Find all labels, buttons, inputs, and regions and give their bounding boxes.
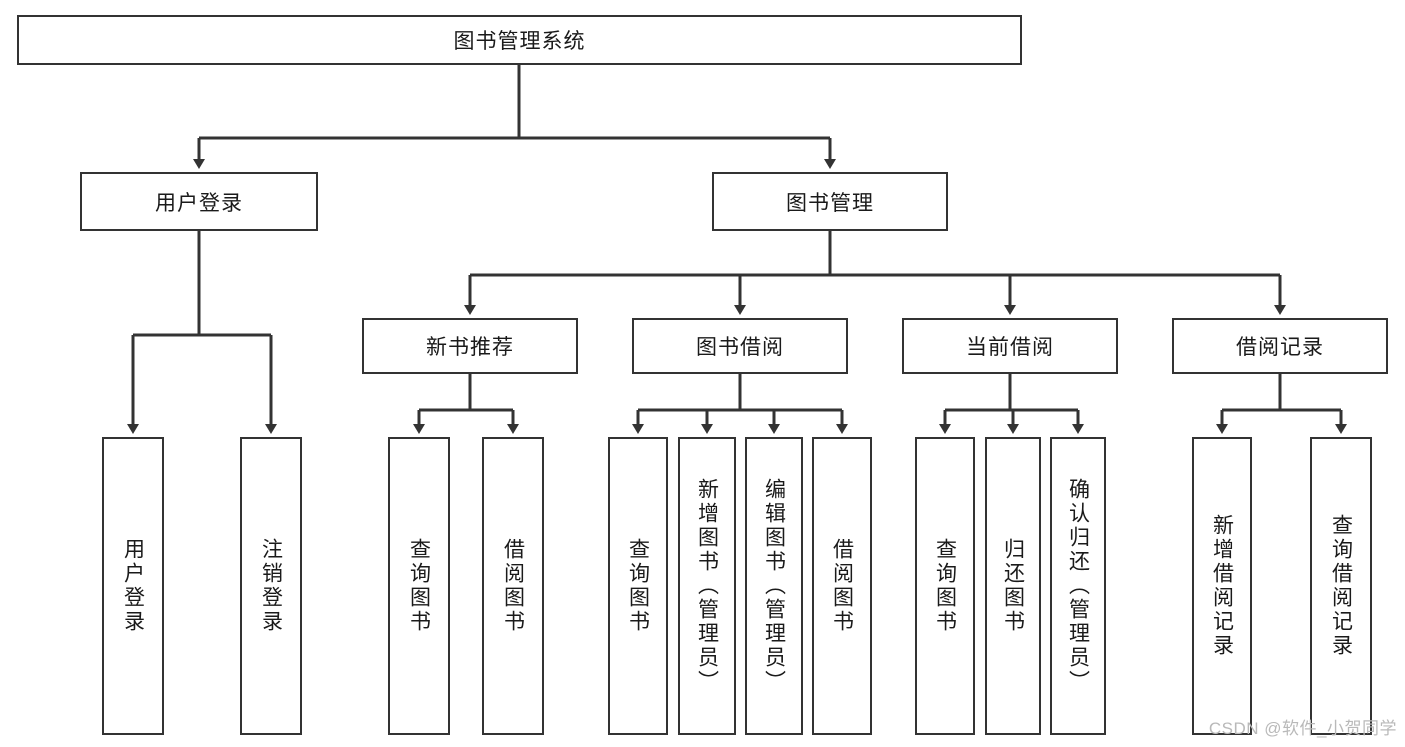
node-level3-3-label: 当前借阅: [966, 336, 1054, 359]
node-leaf-13[interactable]: 查询借阅记录: [1310, 437, 1372, 735]
node-leaf-5-label: 查询图书: [626, 538, 650, 634]
node-leaf-11-label: 确认归还（管理员）: [1066, 478, 1090, 694]
node-leaf-7-label: 编辑图书（管理员）: [762, 478, 786, 694]
node-leaf-10[interactable]: 归还图书: [985, 437, 1041, 735]
node-leaf-12[interactable]: 新增借阅记录: [1192, 437, 1252, 735]
node-root-label: 图书管理系统: [453, 30, 586, 53]
node-leaf-2-label: 注销登录: [259, 538, 283, 634]
node-level3-2[interactable]: 图书借阅: [632, 318, 848, 374]
node-leaf-5[interactable]: 查询图书: [608, 437, 668, 735]
node-leaf-7[interactable]: 编辑图书（管理员）: [745, 437, 803, 735]
node-leaf-8[interactable]: 借阅图书: [812, 437, 872, 735]
node-leaf-3[interactable]: 查询图书: [388, 437, 450, 735]
node-level3-2-label: 图书借阅: [696, 336, 784, 359]
node-level2-1[interactable]: 用户登录: [80, 172, 318, 231]
node-level2-2[interactable]: 图书管理: [712, 172, 948, 231]
node-leaf-4-label: 借阅图书: [501, 538, 525, 634]
node-leaf-12-label: 新增借阅记录: [1210, 514, 1234, 658]
node-leaf-1-label: 用户登录: [121, 538, 145, 634]
node-level2-1-label: 用户登录: [155, 191, 243, 215]
node-leaf-6[interactable]: 新增图书（管理员）: [678, 437, 736, 735]
node-leaf-9-label: 查询图书: [933, 538, 957, 634]
node-leaf-10-label: 归还图书: [1001, 538, 1025, 634]
node-leaf-2[interactable]: 注销登录: [240, 437, 302, 735]
node-level3-3[interactable]: 当前借阅: [902, 318, 1118, 374]
watermark: CSDN @软件_小贺同学: [1208, 719, 1397, 738]
node-level3-4[interactable]: 借阅记录: [1172, 318, 1388, 374]
node-root[interactable]: 图书管理系统: [17, 15, 1022, 65]
node-leaf-9[interactable]: 查询图书: [915, 437, 975, 735]
node-leaf-13-label: 查询借阅记录: [1329, 514, 1353, 658]
node-leaf-4[interactable]: 借阅图书: [482, 437, 544, 735]
node-leaf-6-label: 新增图书（管理员）: [695, 478, 719, 694]
node-leaf-8-label: 借阅图书: [830, 538, 854, 634]
node-level3-4-label: 借阅记录: [1236, 336, 1324, 359]
node-leaf-11[interactable]: 确认归还（管理员）: [1050, 437, 1106, 735]
node-level3-1[interactable]: 新书推荐: [362, 318, 578, 374]
node-level2-2-label: 图书管理: [786, 191, 874, 215]
node-leaf-3-label: 查询图书: [407, 538, 431, 634]
node-level3-1-label: 新书推荐: [426, 336, 514, 359]
node-leaf-1[interactable]: 用户登录: [102, 437, 164, 735]
